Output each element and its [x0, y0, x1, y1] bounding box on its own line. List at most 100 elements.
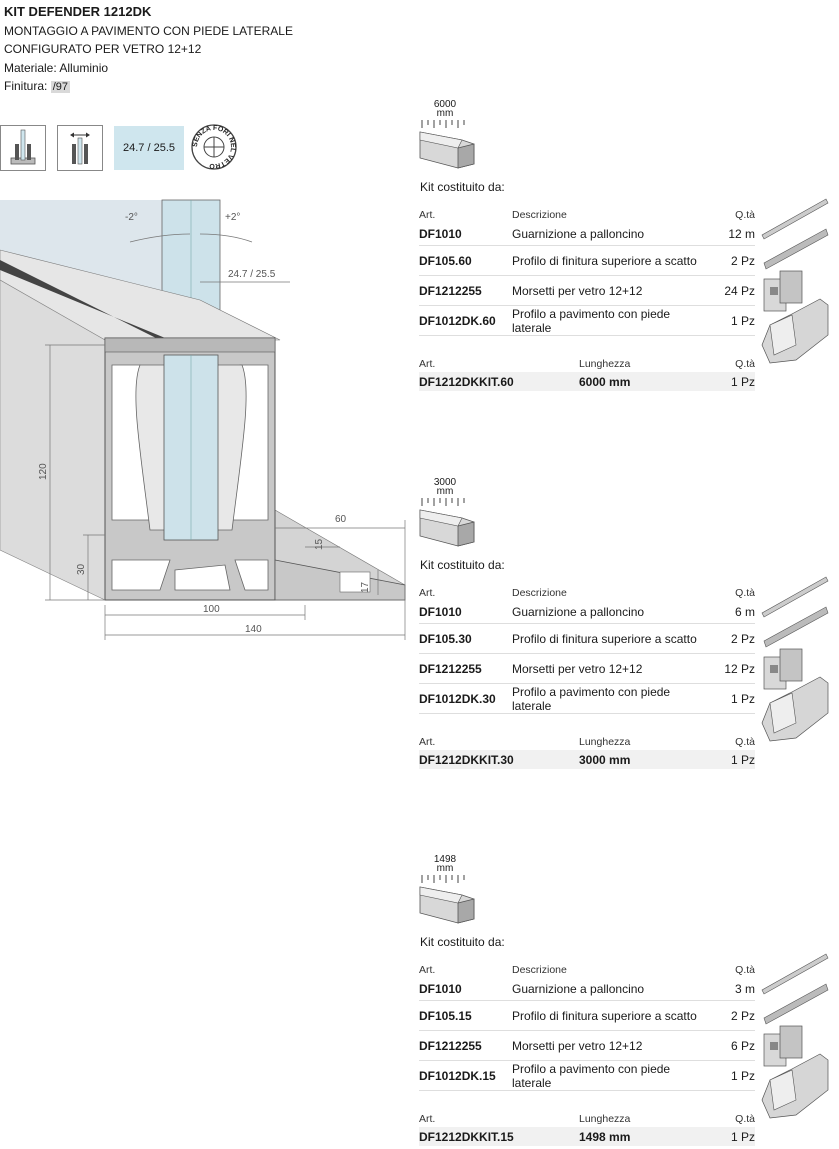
table-header: Art. Descrizione Q.tà: [419, 964, 755, 978]
item-qty: 2 Pz: [730, 631, 755, 646]
material-line: Materiale: Alluminio: [4, 60, 109, 75]
summary-art: DF1212DKKIT.15: [419, 1129, 514, 1144]
summary-len: 3000 mm: [579, 752, 631, 767]
component-illustrations: [761, 953, 829, 1119]
summary-header-qty: Q.tà: [735, 358, 755, 370]
item-art: DF1010: [419, 982, 462, 996]
summary-header-len: Lunghezza: [579, 1113, 631, 1125]
gap-label: 24.7 / 25.5: [228, 269, 276, 280]
item-art: DF1212255: [419, 661, 482, 676]
item-qty: 6 Pz: [730, 1038, 755, 1053]
item-art: DF105.15: [419, 1008, 472, 1023]
item-qty: 2 Pz: [730, 1008, 755, 1023]
item-qty: 1 Pz: [730, 1068, 755, 1083]
item-desc: Guarnizione a palloncino: [512, 605, 645, 619]
item-qty: 12 Pz: [724, 661, 755, 676]
table-row: DF1212255 Morsetti per vetro 12+12 12 Pz: [419, 654, 755, 684]
kit-contents-label: Kit costituito da:: [420, 558, 505, 572]
item-qty: 6 m: [734, 605, 755, 619]
kit-contents-label: Kit costituito da:: [420, 180, 505, 194]
header-desc: Descrizione: [512, 209, 567, 221]
finish-line: Finitura: /97: [4, 77, 293, 97]
item-qty: 2 Pz: [730, 253, 755, 268]
summary-header-len: Lunghezza: [579, 736, 631, 748]
page-title: KIT DEFENDER 1212DK: [4, 4, 152, 19]
table-row: DF1010 Guarnizione a palloncino 6 m: [419, 601, 755, 624]
profile-thumbnail: [419, 498, 475, 547]
profile-length-value: 3000: [433, 477, 457, 488]
finish-label: Finitura:: [4, 79, 48, 93]
header-desc: Descrizione: [512, 964, 567, 976]
item-desc: Profilo a pavimento con piede laterale: [512, 1061, 671, 1090]
item-art: DF1010: [419, 227, 462, 241]
summary-header-len: Lunghezza: [579, 358, 631, 370]
item-desc: Profilo di finitura superiore a scatto: [512, 253, 697, 268]
item-desc: Profilo a pavimento con piede laterale: [512, 684, 671, 713]
summary-header-art: Art.: [419, 736, 436, 748]
item-art: DF1012DK.60: [419, 313, 496, 328]
item-qty: 1 Pz: [730, 313, 755, 328]
item-desc: Morsetti per vetro 12+12: [512, 283, 643, 298]
height-30-label: 30: [76, 563, 87, 575]
header-art: Art.: [419, 209, 436, 221]
summary-art: DF1212DKKIT.60: [419, 374, 514, 389]
summary-header-art: Art.: [419, 1113, 436, 1125]
header-qty: Q.tà: [735, 587, 755, 599]
profile-length-value: 6000: [433, 99, 457, 110]
item-qty: 3 m: [734, 982, 755, 996]
profile-length-unit: mm: [436, 108, 454, 119]
item-desc: Profilo di finitura superiore a scatto: [512, 631, 697, 646]
profile-thumbnail: [419, 875, 475, 924]
table-header: Art. Descrizione Q.tà: [419, 587, 755, 601]
no-holes-badge: SENZA FORI NEL VETRO: [190, 123, 238, 171]
table-row: DF1010 Guarnizione a palloncino 3 m: [419, 978, 755, 1001]
item-qty: 24 Pz: [724, 283, 755, 298]
cross-section-drawing: -2° +2° 24.7 / 25.5 120 30 60 15 17 100 …: [0, 199, 406, 640]
summary-qty: 1 Pz: [730, 752, 755, 767]
profile-length-value: 1498: [433, 854, 457, 865]
summary-header: Art. Lunghezza Q.tà: [419, 736, 755, 750]
component-illustrations: [761, 198, 829, 364]
kit-contents-label: Kit costituito da:: [420, 935, 505, 949]
item-art: DF1012DK.15: [419, 1068, 496, 1083]
summary-len: 1498 mm: [579, 1129, 631, 1144]
table-row: DF1012DK.60 Profilo a pavimento con piede…: [419, 306, 755, 336]
item-desc: Profilo a pavimento con piede laterale: [512, 306, 671, 335]
angle-left-label: -2°: [125, 212, 138, 223]
profile-thumbnail: [419, 120, 475, 169]
item-art: DF105.60: [419, 253, 472, 268]
item-desc: Guarnizione a palloncino: [512, 982, 645, 996]
table-row: DF1212255 Morsetti per vetro 12+12 24 Pz: [419, 276, 755, 306]
item-desc: Morsetti per vetro 12+12: [512, 661, 643, 676]
dim-15-label: 15: [314, 538, 325, 550]
height-120-label: 120: [38, 463, 49, 480]
finish-code: /97: [50, 81, 70, 93]
item-art: DF1212255: [419, 283, 482, 298]
item-art: DF105.30: [419, 631, 472, 646]
width-140-label: 140: [245, 624, 262, 635]
subtitle-config: CONFIGURATO PER VETRO 12+12: [4, 42, 202, 56]
header-qty: Q.tà: [735, 964, 755, 976]
header-art: Art.: [419, 964, 436, 976]
item-art: DF1212255: [419, 1038, 482, 1053]
summary-header-qty: Q.tà: [735, 736, 755, 748]
header-art: Art.: [419, 587, 436, 599]
profile-length-unit: mm: [436, 486, 454, 497]
header-desc: Descrizione: [512, 587, 567, 599]
item-qty: 12 m: [728, 227, 755, 241]
item-art: DF1010: [419, 605, 462, 619]
